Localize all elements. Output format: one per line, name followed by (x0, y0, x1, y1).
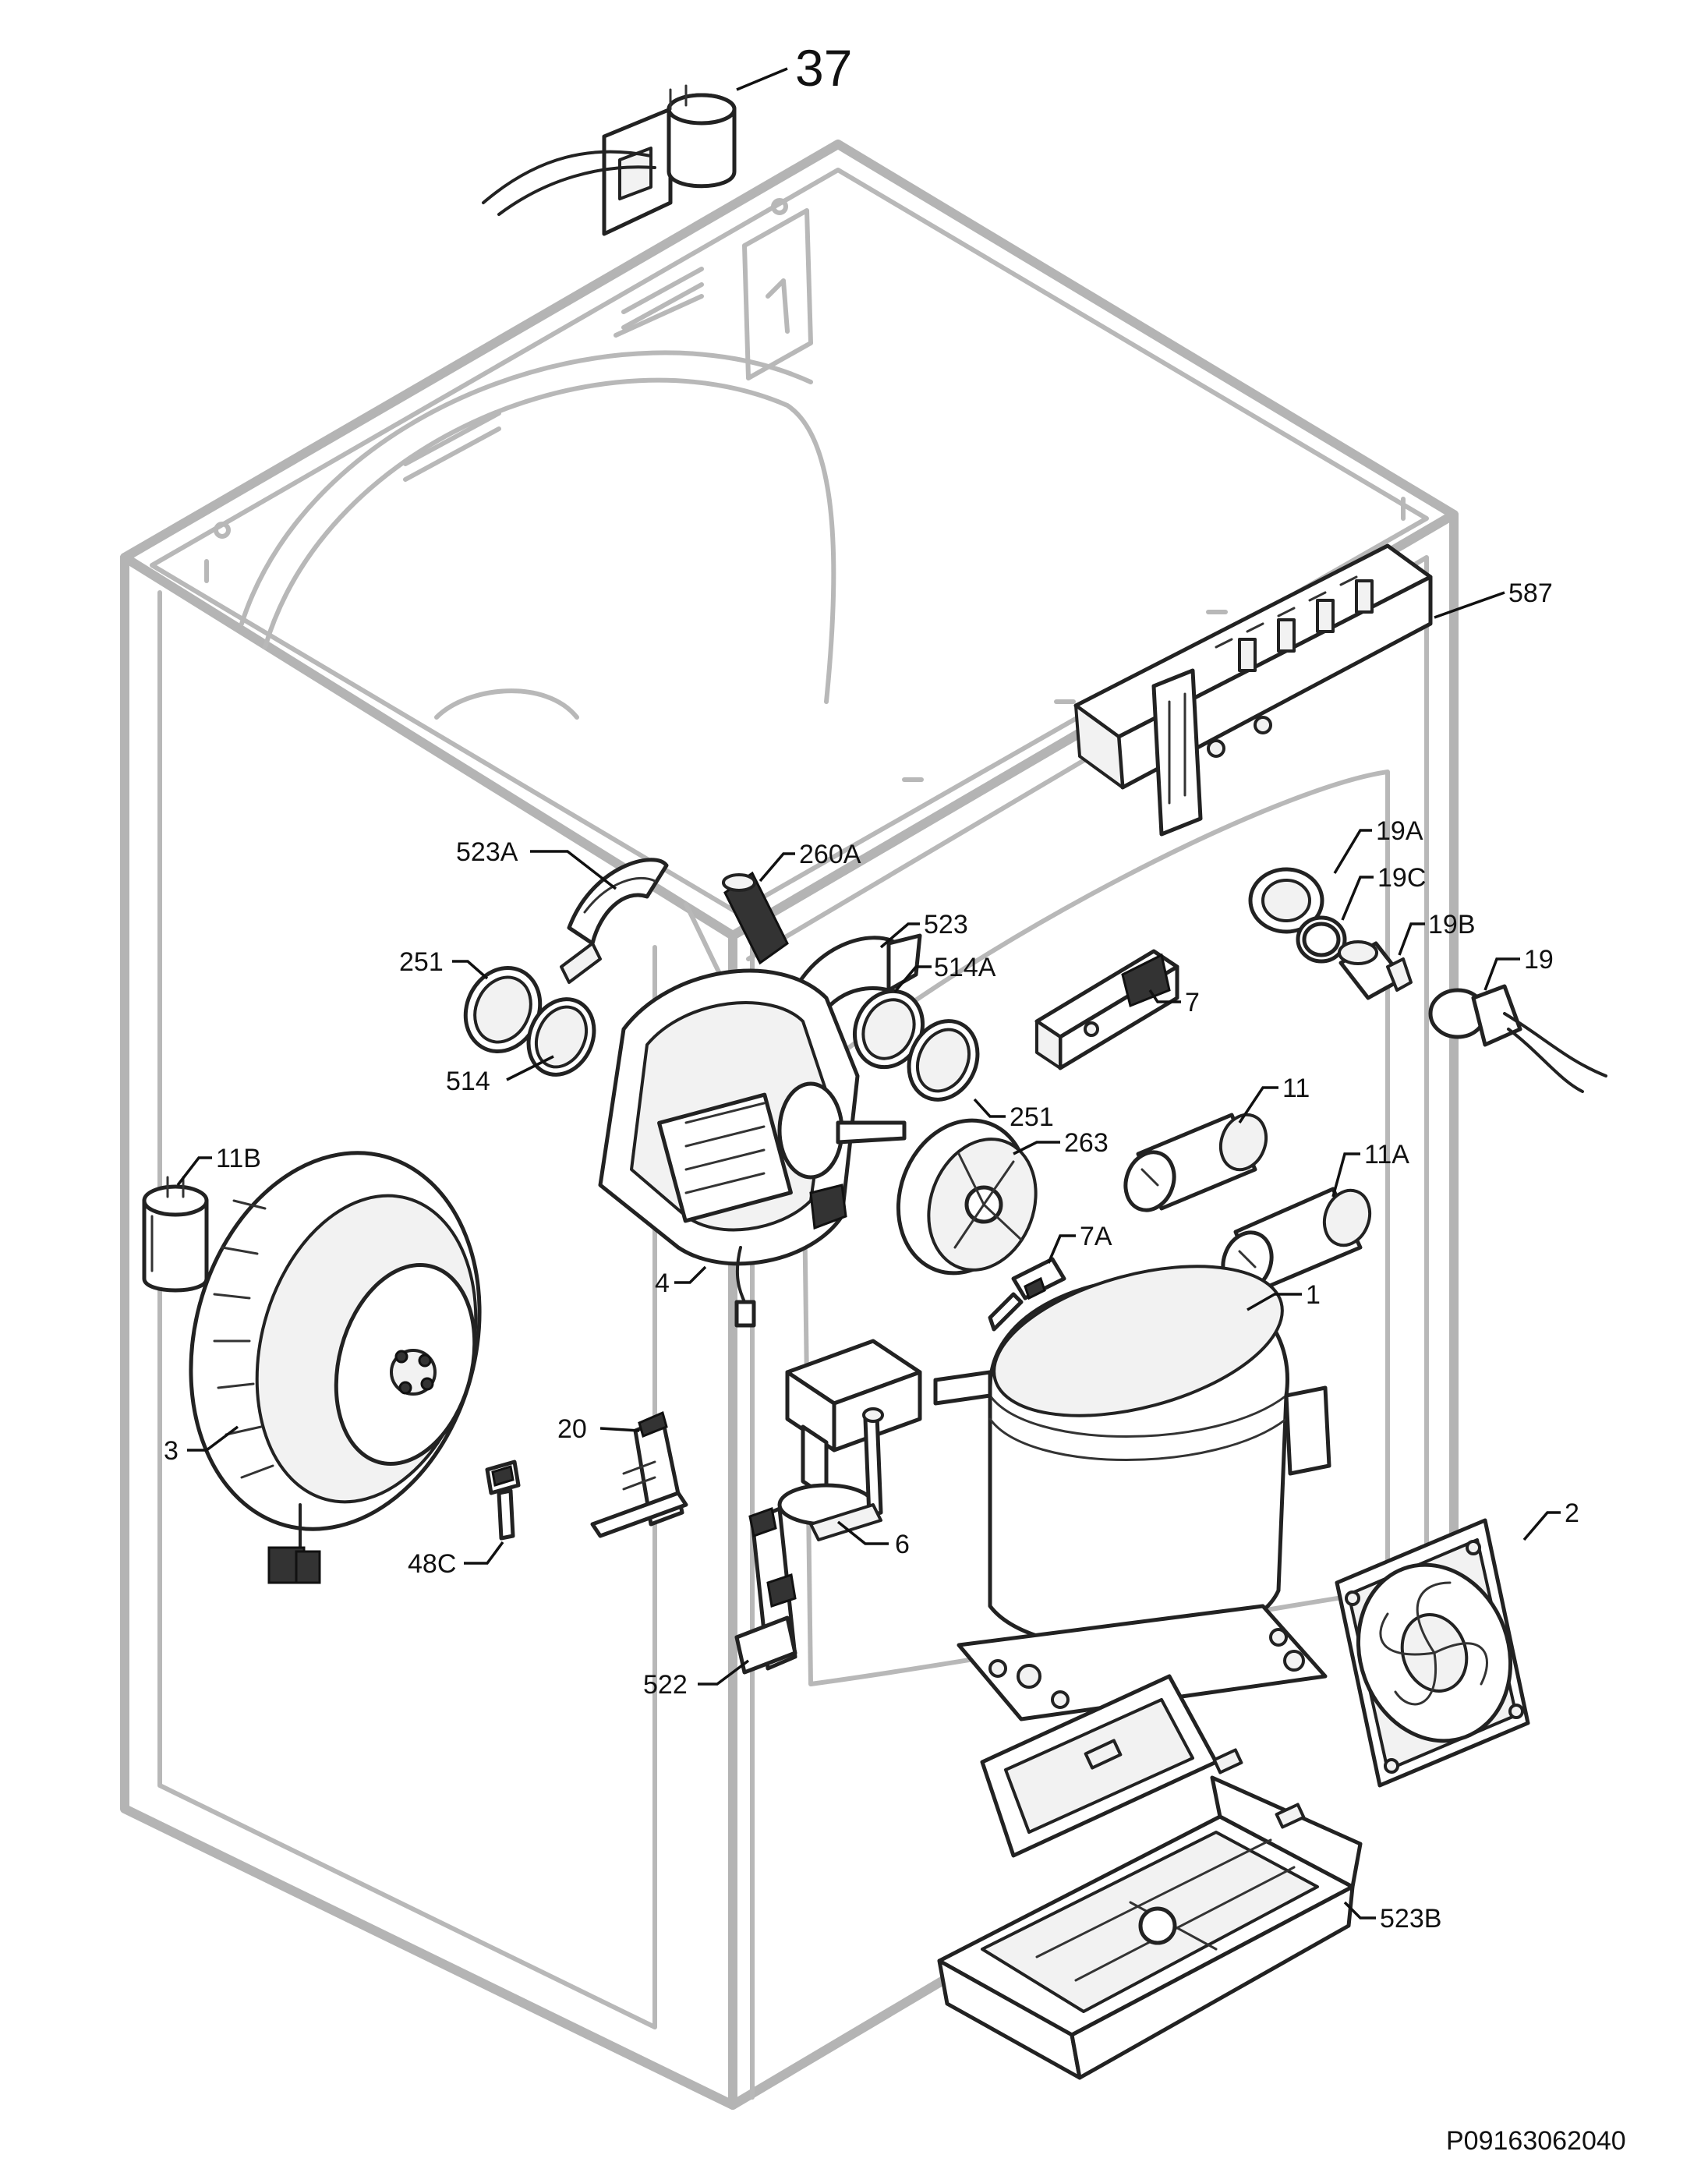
callout-20: 20 (557, 1414, 587, 1444)
callout-263: 263 (1064, 1128, 1109, 1158)
part-251-ring-right (907, 1019, 980, 1102)
callout-19A: 19A (1376, 816, 1423, 846)
part-2-cooling-fan (1335, 1518, 1530, 1788)
callout-7: 7 (1185, 988, 1200, 1017)
part-1-compressor (933, 1265, 1331, 1721)
callout-523: 523 (924, 910, 968, 939)
part-3-blower-wheel (189, 1151, 482, 1584)
callout-19B: 19B (1428, 910, 1476, 939)
callout-523B: 523B (1380, 1904, 1441, 1934)
callout-6: 6 (895, 1530, 910, 1559)
part-19-pump-coil (1428, 984, 1607, 1093)
part-522-sensor (734, 1506, 797, 1675)
callout-522: 522 (643, 1670, 688, 1700)
part-7-door-lock (1034, 949, 1179, 1070)
callout-514: 514 (446, 1067, 490, 1096)
callout-587: 587 (1508, 579, 1553, 608)
part-19A-cap (1248, 867, 1324, 934)
callout-7A: 7A (1080, 1222, 1112, 1251)
part-4-motor (598, 968, 907, 1328)
callout-11A: 11A (1364, 1140, 1409, 1169)
callout-11: 11 (1282, 1074, 1310, 1103)
callout-251-right: 251 (1010, 1102, 1054, 1132)
callout-19: 19 (1524, 945, 1554, 975)
callout-260A: 260A (799, 840, 861, 869)
callout-3: 3 (164, 1436, 179, 1466)
callout-2: 2 (1565, 1498, 1579, 1528)
callout-251-left: 251 (399, 947, 444, 977)
callout-514A: 514A (934, 953, 996, 982)
part-587-control-board (1073, 543, 1433, 837)
callout-1: 1 (1306, 1280, 1321, 1310)
part-263-pulley (896, 1118, 1038, 1276)
part-11-capacitor (1123, 1113, 1268, 1212)
part-514A-ring-right (852, 989, 925, 1070)
part-11B-capacitor (142, 1176, 209, 1293)
part-251-ring-left (463, 965, 543, 1054)
part-19C-oring (1296, 915, 1347, 964)
callout-19C: 19C (1377, 863, 1426, 893)
callout-37: 37 (795, 39, 852, 97)
part-20-switch-bracket (590, 1410, 688, 1538)
diagram-code: P09163062040 (1446, 2126, 1626, 2156)
callout-523A: 523A (456, 837, 518, 867)
callout-labels: 37 587 523A 260A 523 19A 19C 19B 19 251 … (164, 39, 1579, 1934)
callout-11B: 11B (216, 1144, 261, 1173)
leader-lines (176, 67, 1561, 1920)
part-6-pump (777, 1339, 922, 1541)
callout-48C: 48C (408, 1549, 456, 1579)
part-523B-base-tray (937, 1674, 1363, 2080)
part-514-ring-left (526, 997, 596, 1077)
part-48C-connector (485, 1460, 521, 1541)
part-260A-filter (722, 871, 789, 965)
callout-4: 4 (655, 1268, 670, 1298)
part-37-capacitor (482, 84, 737, 236)
part-19B-valve (1338, 940, 1413, 1000)
part-7A-switch (988, 1257, 1066, 1332)
part-523A-duct (560, 858, 669, 984)
